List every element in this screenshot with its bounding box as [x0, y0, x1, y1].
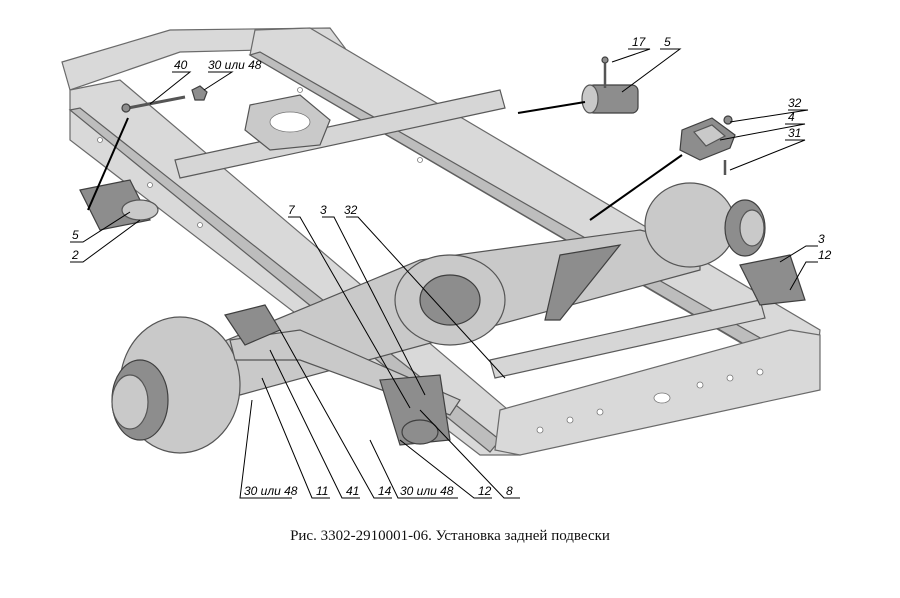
nut-30-top	[191, 85, 208, 101]
bump-stop-4	[679, 115, 736, 175]
callout-3-right: 3	[818, 232, 825, 246]
callout-32-middle: 32	[344, 203, 358, 217]
callout-4: 4	[788, 110, 795, 124]
callout-40: 40	[174, 58, 188, 72]
callout-41: 41	[346, 484, 359, 498]
leaf-spring-left	[224, 304, 461, 446]
callout-30-or-48-bottom-left: 30 или 48	[244, 484, 298, 498]
right-brake-drum	[644, 182, 766, 268]
callout-17: 17	[632, 35, 647, 49]
callout-2: 2	[71, 248, 79, 262]
callout-12-bottom: 12	[478, 484, 492, 498]
callout-labels: 40 30 или 48 17 5 32 4 31 5 2 7 3 32 3 1…	[71, 35, 832, 498]
frame-holes	[97, 87, 764, 434]
left-brake-drum	[111, 316, 241, 454]
callout-32-top: 32	[788, 96, 802, 110]
callout-30-or-48-bottom-middle: 30 или 48	[400, 484, 454, 498]
callout-12-right: 12	[818, 248, 832, 262]
leader-lines	[70, 48, 818, 499]
callout-30-or-48-top: 30 или 48	[208, 58, 262, 72]
callout-5-top: 5	[664, 35, 671, 49]
callout-3-middle: 3	[320, 203, 327, 217]
cross-tubes	[174, 89, 766, 379]
callout-31: 31	[788, 126, 801, 140]
bolt-40	[121, 95, 186, 113]
front-spring-brackets	[79, 179, 806, 306]
figure-caption: Рис. 3302-2910001-06. Установка задней п…	[290, 528, 610, 544]
callout-7: 7	[288, 203, 296, 217]
buffer-5-top	[581, 56, 639, 114]
callout-8: 8	[506, 484, 513, 498]
assembly-arrows	[87, 101, 683, 221]
callout-11: 11	[316, 484, 328, 498]
callout-5-left: 5	[72, 228, 79, 242]
callout-14: 14	[378, 484, 392, 498]
